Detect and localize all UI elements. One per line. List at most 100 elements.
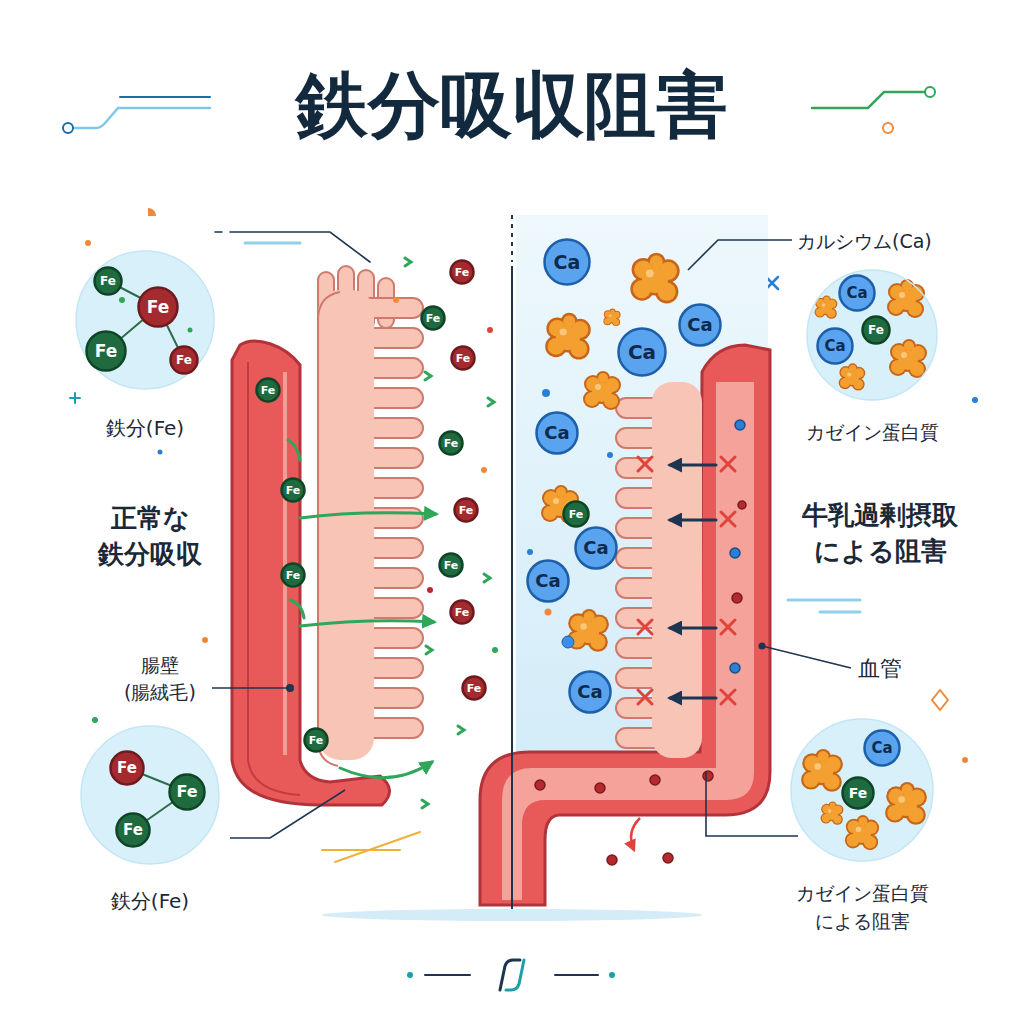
absorption-arrow xyxy=(300,621,434,626)
particle-dot xyxy=(481,467,487,473)
blood-cell xyxy=(732,593,742,603)
atom-symbol: Ca xyxy=(687,316,712,334)
casein-blob xyxy=(839,363,866,390)
absorption-arrow xyxy=(288,258,494,808)
casein-blob xyxy=(889,339,927,378)
node-outline xyxy=(305,729,328,752)
inset-ground xyxy=(81,726,219,864)
absorption-hook xyxy=(288,440,300,460)
node-outline xyxy=(451,261,474,284)
diamond-mark xyxy=(932,690,948,710)
iron-atom: Fe xyxy=(255,377,281,403)
leak-arrow xyxy=(631,818,640,850)
atom-symbol: Fe xyxy=(444,438,459,449)
inset-caption: カゼイン蛋白質 xyxy=(782,419,962,447)
leader-line xyxy=(762,646,851,668)
node-outline xyxy=(545,240,590,285)
leader-line xyxy=(212,240,851,838)
iron-atom: Fe xyxy=(109,750,145,786)
atom-symbol: Fe xyxy=(569,509,584,520)
calcium-atom: Ca xyxy=(526,559,570,603)
node-outline xyxy=(282,564,305,587)
atom-symbol: Ca xyxy=(846,286,867,301)
vessel-lumen xyxy=(502,382,754,900)
node-outline xyxy=(170,775,205,810)
particle-dot xyxy=(427,587,433,593)
atom-symbol: Fe xyxy=(95,343,117,360)
atom-symbol: Fe xyxy=(868,324,884,336)
circuit-line xyxy=(73,108,210,128)
particle-dot xyxy=(393,297,613,653)
decor-dot xyxy=(962,757,968,763)
atom-symbol: Fe xyxy=(286,485,301,496)
casein-blob xyxy=(821,801,844,824)
iron-atom: Fe xyxy=(562,500,590,528)
chevron xyxy=(458,726,464,734)
node-outline xyxy=(570,672,611,713)
inset-caption: カゼイン蛋白質 による阻害 xyxy=(762,880,962,935)
block-cross xyxy=(721,457,735,471)
node-outline xyxy=(171,347,198,374)
wall-highlight xyxy=(283,372,287,755)
node-outline xyxy=(117,814,150,847)
inset-caption: 鉄分(Fe) xyxy=(70,887,230,916)
casein-blob xyxy=(887,279,925,318)
casein-blob xyxy=(603,309,620,327)
atom-symbol: Fe xyxy=(459,505,474,516)
decor-dot xyxy=(188,328,193,333)
inset-ground xyxy=(807,270,937,400)
atom-symbol: Fe xyxy=(444,560,459,571)
logo-dot xyxy=(407,972,413,978)
logo-icon xyxy=(506,960,524,990)
inset-circle: 鉄分(Fe)FeFeFeFe xyxy=(75,250,215,390)
blood-cell xyxy=(650,775,660,785)
iron-atom: Fe xyxy=(438,552,464,578)
node-outline xyxy=(81,726,219,864)
atom-symbol: Fe xyxy=(261,385,276,396)
leader-dot xyxy=(286,684,294,692)
iron-atom: Fe xyxy=(280,477,306,503)
iron-atom: Fe xyxy=(420,305,446,331)
callout-label: 牛乳過剰摂取 による阻害 xyxy=(775,497,985,570)
casein-blob xyxy=(583,371,621,410)
iron-atom: Fe xyxy=(449,599,475,625)
iron-atom: Fe xyxy=(438,430,464,456)
diagram-title: 鉄分吸収阻害 xyxy=(0,62,1024,148)
inset-circle: カゼイン蛋白質 による阻害CaFe xyxy=(790,718,934,862)
blood-cell xyxy=(730,663,740,673)
calcium-atom: Ca xyxy=(838,274,876,312)
decor-dot xyxy=(119,297,125,303)
logo-line xyxy=(425,974,470,976)
iron-atom: Fe xyxy=(85,330,127,372)
leader-line xyxy=(230,790,345,838)
chevron xyxy=(405,258,411,266)
atom-symbol: Fe xyxy=(176,784,197,800)
iron-atom: Fe xyxy=(280,562,306,588)
blood-cell xyxy=(663,853,673,863)
node-outline xyxy=(455,499,478,522)
inset-ground xyxy=(76,251,214,389)
casein-blob xyxy=(545,313,591,360)
node-outline xyxy=(863,317,890,344)
leader-line xyxy=(688,240,792,270)
calcium-atom: Ca xyxy=(617,327,667,377)
node-outline xyxy=(840,276,875,311)
ground-shadow xyxy=(322,909,702,921)
particle-dot xyxy=(562,636,574,648)
decor-dot xyxy=(85,240,91,246)
node-outline xyxy=(865,731,900,766)
atom-symbol: Fe xyxy=(286,570,301,581)
node-outline xyxy=(440,432,463,455)
atom-symbol: Ca xyxy=(583,539,608,557)
leader-line xyxy=(706,772,798,836)
atom-symbol: Fe xyxy=(309,735,324,746)
absorption-hook xyxy=(290,600,304,618)
wall-line xyxy=(248,362,300,795)
atom-symbol: Fe xyxy=(455,267,470,278)
callout-label: 腸壁 (腸絨毛) xyxy=(105,652,215,705)
node-outline xyxy=(791,719,933,861)
block-cross xyxy=(721,690,735,704)
iron-atom: Fe xyxy=(450,345,476,371)
node-outline xyxy=(818,329,853,364)
particle-dot xyxy=(545,609,552,616)
